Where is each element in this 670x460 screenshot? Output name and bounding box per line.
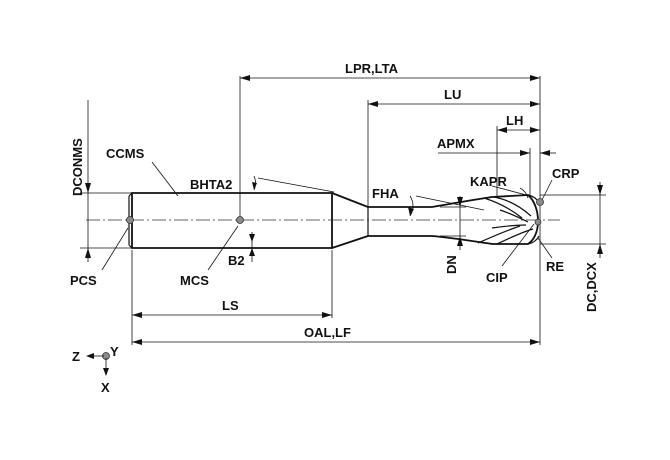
label-pcs: PCS bbox=[70, 273, 97, 288]
arrow-ls-right bbox=[322, 312, 332, 318]
dimension-lines bbox=[85, 75, 603, 345]
arrow-lu-left bbox=[368, 101, 378, 107]
arrow-b2-bottom bbox=[249, 248, 255, 256]
pcs-point bbox=[126, 216, 134, 224]
label-dconms: DCONMS bbox=[70, 138, 85, 196]
arrow-lh-left bbox=[497, 127, 507, 133]
label-axis-x: X bbox=[101, 380, 110, 395]
extension-lines bbox=[80, 76, 606, 345]
label-re: RE bbox=[546, 259, 564, 274]
arrow-oal-right bbox=[530, 339, 540, 345]
leader-re bbox=[537, 237, 553, 259]
flute-helix-1 bbox=[483, 197, 523, 219]
arrow-dconms-top bbox=[85, 183, 91, 193]
label-lpr-lta: LPR,LTA bbox=[345, 61, 399, 76]
arrow-lh-right bbox=[530, 127, 540, 133]
arrow-dc-bottom bbox=[597, 244, 603, 254]
neck-taper bbox=[331, 192, 369, 249]
reference-points bbox=[102, 198, 544, 360]
leader-ccms bbox=[151, 161, 179, 197]
leader-lines bbox=[101, 161, 553, 271]
label-apmx: APMX bbox=[437, 136, 475, 151]
arrow-apmx-left bbox=[520, 150, 530, 156]
arrow-lpr-left bbox=[240, 75, 250, 81]
shank-back-chamfer-top bbox=[128, 192, 133, 197]
shank-back-chamfer-bottom bbox=[128, 244, 133, 249]
label-cip: CIP bbox=[486, 270, 508, 285]
arrow-b2-top bbox=[249, 234, 255, 242]
label-lu: LU bbox=[444, 87, 461, 102]
cip-point bbox=[534, 218, 542, 226]
tool-outline bbox=[128, 192, 540, 249]
axis-x-arrow bbox=[103, 368, 109, 376]
dim-kapr-arc bbox=[519, 187, 529, 199]
label-oal-lf: OAL,LF bbox=[304, 325, 351, 340]
label-ccms: CCMS bbox=[106, 146, 145, 161]
arrow-dconms-bottom bbox=[85, 248, 91, 258]
arrow-dc-top bbox=[597, 185, 603, 195]
arrow-dn-top bbox=[457, 197, 463, 207]
label-crp: CRP bbox=[552, 166, 580, 181]
dim-kapr-leader bbox=[491, 185, 531, 197]
label-ls: LS bbox=[222, 298, 239, 313]
label-lh: LH bbox=[506, 113, 523, 128]
label-b2: B2 bbox=[228, 253, 245, 268]
mcs-point bbox=[236, 216, 244, 224]
label-kapr: KAPR bbox=[470, 174, 507, 189]
flute-helix-5 bbox=[499, 209, 529, 223]
label-axis-y: Y bbox=[110, 344, 119, 359]
flute-helix-6 bbox=[491, 224, 527, 229]
label-mcs: MCS bbox=[180, 273, 209, 288]
label-dn: DN bbox=[444, 255, 459, 274]
arrow-dn-bottom bbox=[457, 236, 463, 246]
leader-pcs bbox=[101, 227, 129, 271]
arrow-apmx-right bbox=[540, 150, 550, 156]
flute-helix-2 bbox=[493, 196, 532, 217]
dimension-labels: LPR,LTA LU LH APMX DCONMS CCMS BHTA2 FHA… bbox=[70, 61, 599, 395]
flute-helix-4 bbox=[496, 228, 534, 245]
dim-bhta2-leader bbox=[257, 177, 335, 193]
flute-helix-3 bbox=[477, 225, 521, 244]
coordinate-axes bbox=[86, 353, 109, 376]
crp-point bbox=[536, 198, 544, 206]
leader-cip bbox=[501, 223, 535, 267]
label-bhta2: BHTA2 bbox=[190, 177, 232, 192]
arrow-lpr-right bbox=[530, 75, 540, 81]
neck-outline bbox=[368, 206, 432, 237]
leader-mcs bbox=[207, 225, 239, 271]
leader-crp bbox=[541, 179, 553, 201]
arrow-fha bbox=[408, 207, 414, 216]
arrow-oal-left bbox=[132, 339, 142, 345]
arrow-ls-left bbox=[132, 312, 142, 318]
dim-fha-leader bbox=[415, 195, 485, 211]
axis-z-arrow bbox=[86, 353, 94, 359]
label-fha: FHA bbox=[372, 186, 399, 201]
arrow-bhta2 bbox=[252, 182, 257, 190]
label-dc-dcx: DC,DCX bbox=[584, 262, 599, 312]
arrow-lu-right bbox=[530, 101, 540, 107]
label-axis-z: Z bbox=[72, 349, 80, 364]
shank-outline bbox=[131, 192, 333, 249]
